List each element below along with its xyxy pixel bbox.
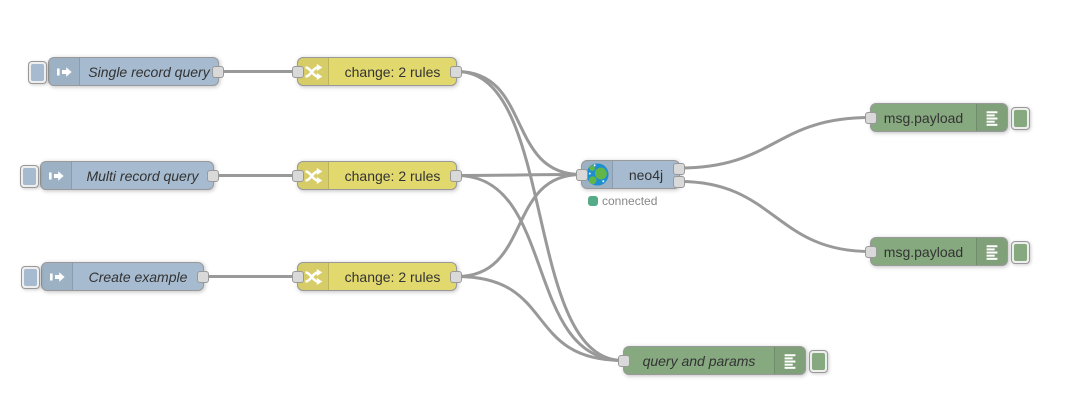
node-label: msg.payload <box>883 109 964 126</box>
inject-arrow-icon <box>41 162 72 189</box>
debug-lines-icon <box>774 347 805 374</box>
inject-arrow-icon <box>42 263 73 290</box>
input-port[interactable] <box>865 112 877 124</box>
inject-button[interactable] <box>21 266 40 289</box>
wire-neo4j-out1-to-debug1[interactable] <box>678 116 872 170</box>
node-label: msg.payload <box>883 243 964 260</box>
change-node-1[interactable]: change: 2 rules <box>292 57 462 86</box>
output-port[interactable] <box>212 66 224 78</box>
input-port[interactable] <box>292 66 304 78</box>
change-node-2[interactable]: change: 2 rules <box>292 161 462 190</box>
input-port[interactable] <box>292 170 304 182</box>
input-port[interactable] <box>292 271 304 283</box>
node-label: Multi record query <box>86 167 199 184</box>
output-port[interactable] <box>450 170 462 182</box>
node-label: query and params <box>642 352 756 369</box>
output-port[interactable] <box>197 271 209 283</box>
wire-change1-to-neo4j[interactable] <box>455 70 583 176</box>
output-port[interactable] <box>450 66 462 78</box>
node-status: connected <box>588 194 657 208</box>
status-text: connected <box>602 194 658 208</box>
output-port[interactable] <box>450 271 462 283</box>
node-label: Create example <box>88 268 188 285</box>
wire-change2-to-neo4j[interactable] <box>455 173 583 177</box>
input-port[interactable] <box>576 169 588 181</box>
debug-lines-icon <box>976 104 1007 131</box>
inject-arrow-icon <box>49 58 80 85</box>
status-dot-connected <box>588 196 598 206</box>
debug-toggle-face <box>812 353 825 370</box>
wire-change3-to-neo4j[interactable] <box>455 173 583 278</box>
inject-button-face <box>23 168 36 185</box>
inject-button[interactable] <box>20 165 39 188</box>
inject-button-face <box>24 269 37 286</box>
input-port[interactable] <box>618 355 630 367</box>
debug-toggle-button[interactable] <box>1011 107 1030 130</box>
debug-toggle-button[interactable] <box>809 350 828 373</box>
debug-node-query-and-params[interactable]: query and params <box>618 346 828 375</box>
output-port[interactable] <box>207 170 219 182</box>
wire-change3-to-query[interactable] <box>455 275 625 362</box>
node-label: neo4j <box>628 166 664 183</box>
input-port[interactable] <box>865 246 877 258</box>
node-label: Single record query <box>88 63 210 80</box>
node-label: change: 2 rules <box>344 268 441 285</box>
debug-lines-icon <box>976 238 1007 265</box>
debug-toggle-button[interactable] <box>1011 241 1030 264</box>
debug-node-msg-payload-2[interactable]: msg.payload <box>865 237 1030 266</box>
wire-change2-to-query[interactable] <box>455 174 625 362</box>
node-label: change: 2 rules <box>344 63 441 80</box>
wire-neo4j-out2-to-debug2[interactable] <box>678 180 872 253</box>
change-node-3[interactable]: change: 2 rules <box>292 262 462 291</box>
output-port-2[interactable] <box>673 176 685 188</box>
node-label: change: 2 rules <box>344 167 441 184</box>
debug-node-msg-payload-1[interactable]: msg.payload <box>865 103 1030 132</box>
output-port-1[interactable] <box>673 163 685 175</box>
inject-node-create-example[interactable]: Create example <box>21 262 209 291</box>
neo4j-node[interactable]: neo4j connected <box>576 160 685 208</box>
debug-toggle-face <box>1014 244 1027 261</box>
inject-node-single-record-query[interactable]: Single record query <box>28 57 224 86</box>
inject-button[interactable] <box>28 61 47 84</box>
debug-toggle-face <box>1014 110 1027 127</box>
inject-node-multi-record-query[interactable]: Multi record query <box>20 161 219 190</box>
shuffle-icon <box>298 58 329 85</box>
inject-button-face <box>31 64 44 81</box>
wire-change1-to-query[interactable] <box>455 70 625 362</box>
